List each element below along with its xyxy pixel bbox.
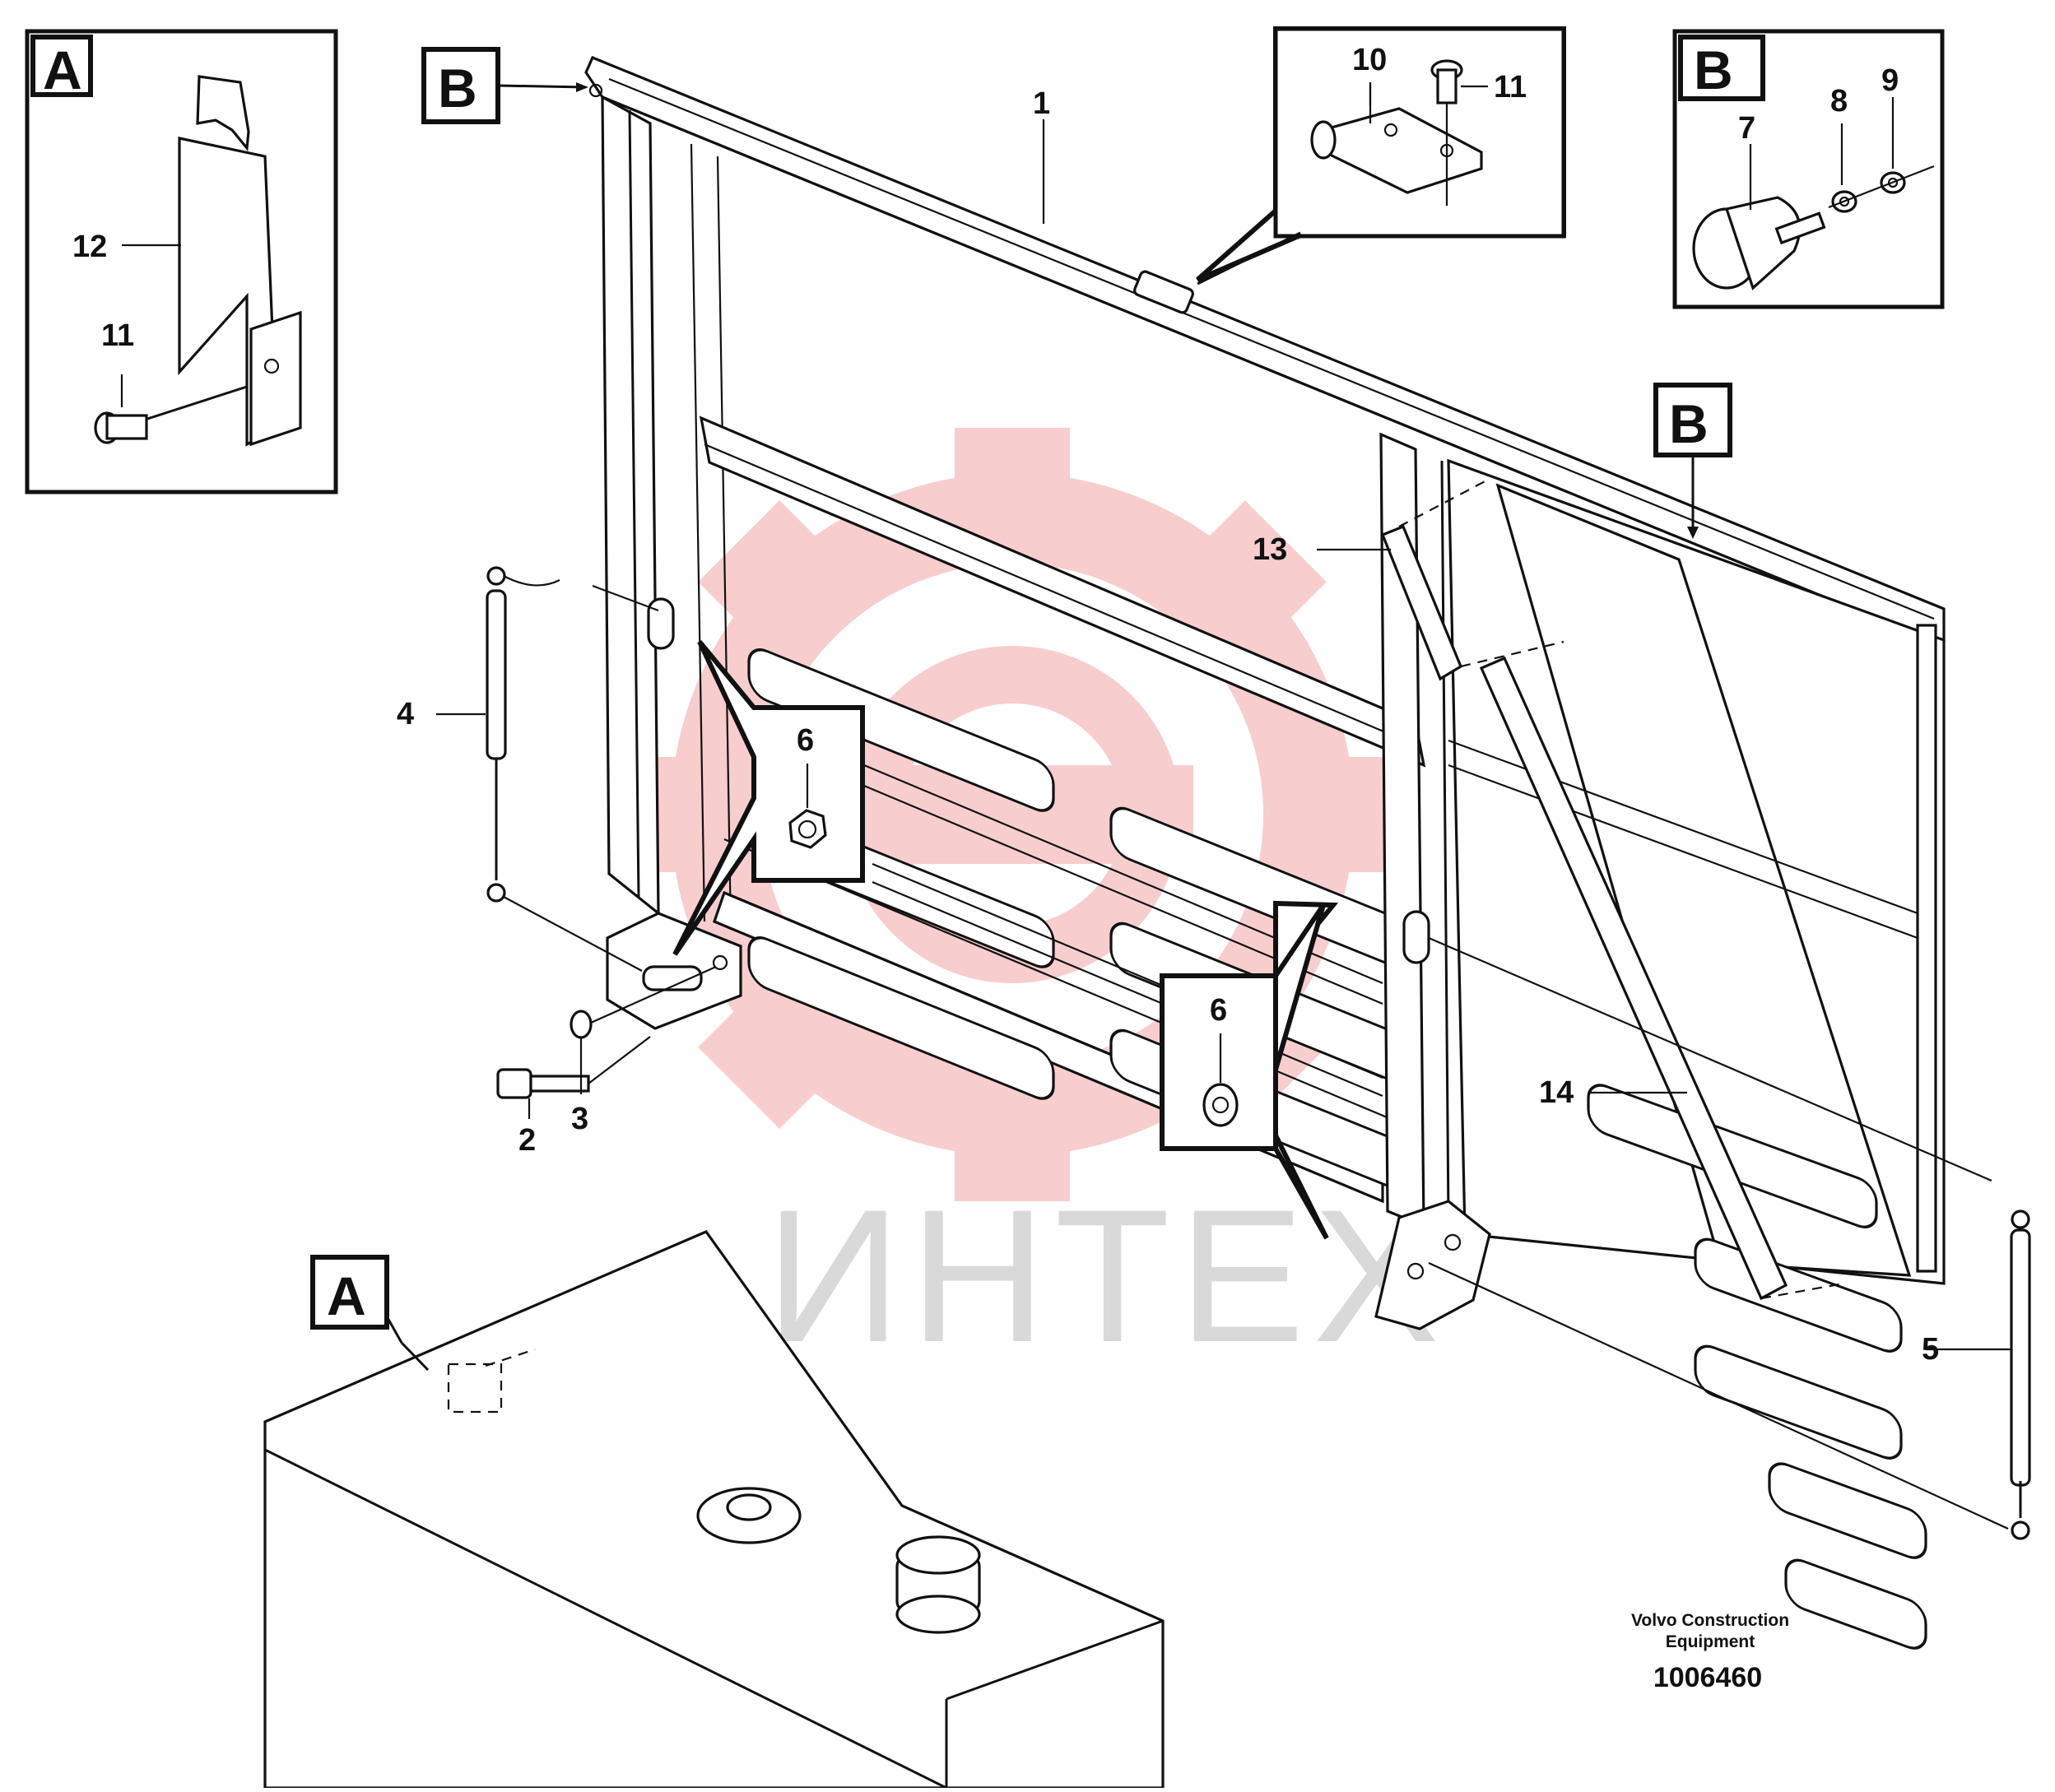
callout-b-top-label: B [438, 58, 477, 118]
part-label-10: 10 [1352, 43, 1387, 77]
callout-tag-b-top [421, 47, 588, 124]
part-label-11-top: 11 [1494, 70, 1527, 104]
watermark-text: ИНТЕХ [765, 1170, 1448, 1381]
gas-strut-right [1428, 936, 2031, 1540]
inset-b-label: B [1694, 39, 1733, 100]
detail-bubble-nut-right [1160, 900, 1339, 1240]
part-label-8: 8 [1830, 84, 1848, 118]
part-label-9: 9 [1881, 63, 1899, 98]
bolt-washer [496, 965, 717, 1099]
part-label-3: 3 [571, 1102, 588, 1136]
part-label-13: 13 [1253, 532, 1287, 567]
credit-line-2: Equipment [1666, 1632, 1755, 1651]
gas-strut-left [486, 566, 659, 972]
leader-lines [436, 119, 2011, 1351]
inset-latch-pin [1196, 26, 1566, 286]
part-label-5: 5 [1922, 1332, 1939, 1367]
part-label-12: 12 [72, 230, 107, 264]
part-label-11-inset: 11 [101, 318, 134, 353]
part-label-6-right: 6 [1210, 993, 1227, 1028]
part-label-2: 2 [518, 1123, 536, 1158]
part-label-1: 1 [1033, 86, 1050, 121]
callout-b-right-label: B [1669, 393, 1709, 454]
part-label-6-left: 6 [797, 723, 814, 758]
callout-a-tank-label: A [327, 1265, 366, 1326]
part-label-4: 4 [397, 697, 414, 731]
part-label-14: 14 [1539, 1075, 1574, 1110]
part-label-7: 7 [1738, 111, 1755, 146]
callout-tag-b-right [1653, 383, 1732, 539]
credit-line-1: Volvo Construction [1631, 1611, 1789, 1630]
inset-view-b [1672, 29, 1945, 309]
callout-tag-a-tank [310, 1255, 403, 1344]
watermark-gear-logo [625, 428, 1399, 1201]
drawing-number: 1006460 [1653, 1662, 1762, 1693]
detail-bubble-nut-left [672, 640, 865, 956]
inset-view-a [25, 29, 338, 494]
inset-a-label: A [43, 39, 82, 100]
